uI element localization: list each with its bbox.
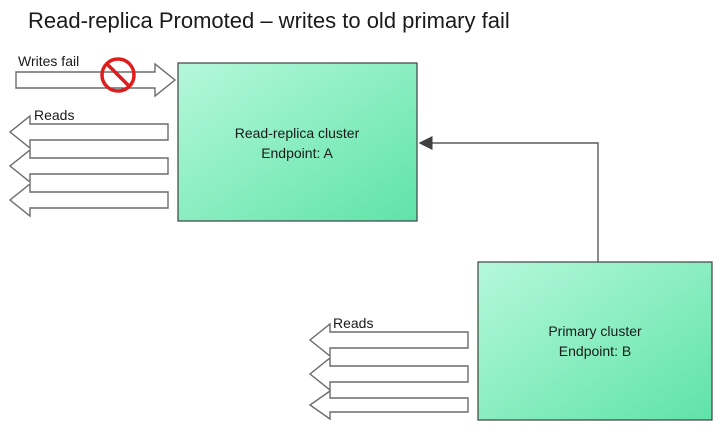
writes-fail-label: Writes fail [18, 53, 79, 69]
replica-read-arrows [8, 114, 169, 218]
replica-cluster-name: Read-replica cluster [235, 125, 360, 141]
primary-read-arrow-1 [308, 322, 469, 358]
replica-cluster-endpoint: Endpoint: A [261, 145, 333, 161]
prohibited-icon [100, 57, 136, 93]
replication-connector [418, 136, 599, 262]
primary-cluster-node [477, 261, 713, 421]
primary-cluster-name: Primary cluster [548, 323, 642, 339]
replica-read-arrow-2 [8, 148, 169, 184]
read-replica-cluster-node [177, 62, 418, 222]
replica-reads-label: Reads [34, 107, 74, 123]
primary-reads-label: Reads [333, 315, 373, 331]
primary-read-arrow-3 [308, 389, 469, 421]
replica-read-arrow-1 [8, 114, 169, 150]
primary-read-arrows [308, 322, 469, 421]
replica-read-arrow-3 [8, 182, 169, 218]
diagram-title: Read-replica Promoted – writes to old pr… [28, 8, 510, 33]
primary-cluster-endpoint: Endpoint: B [559, 343, 631, 359]
primary-read-arrow-2 [308, 356, 469, 392]
